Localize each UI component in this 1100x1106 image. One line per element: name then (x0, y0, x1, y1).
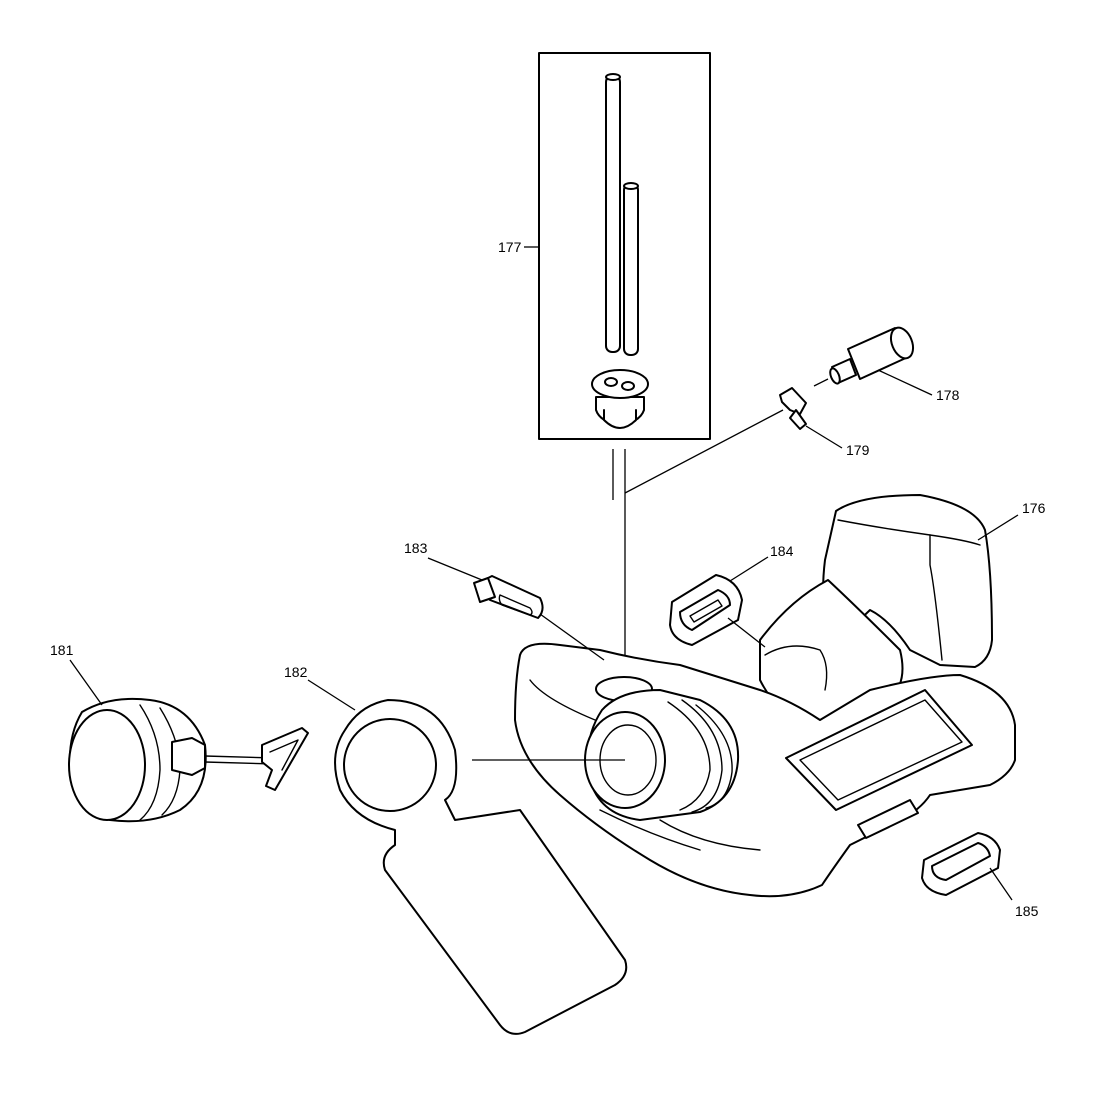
assembly-line-filter (624, 409, 784, 494)
callout-185: 185 (989, 867, 1039, 919)
callout-183: 183 (404, 540, 483, 581)
part-178-fuel-filter[interactable] (828, 324, 917, 385)
part-181-fuel-cap[interactable] (68, 697, 309, 823)
callout-176: 176 (977, 500, 1046, 541)
label-183: 183 (404, 540, 428, 556)
part-185-rubber-damper[interactable] (921, 832, 1001, 896)
label-176: 176 (1022, 500, 1046, 516)
label-182: 182 (284, 664, 308, 680)
callout-177: 177 (498, 239, 539, 255)
label-178: 178 (936, 387, 960, 403)
label-181: 181 (50, 642, 74, 658)
label-184: 184 (770, 543, 794, 559)
part-179-clamp[interactable] (779, 387, 807, 430)
callout-181: 181 (50, 642, 103, 706)
label-177: 177 (498, 239, 522, 255)
part-177-hose-set[interactable] (538, 52, 711, 440)
assembly-line-damper-184 (727, 617, 766, 648)
label-185: 185 (1015, 903, 1039, 919)
callout-182: 182 (284, 664, 356, 711)
part-176-fuel-tank[interactable] (514, 494, 1016, 898)
callout-184: 184 (729, 543, 794, 582)
part-182-cap-gasket[interactable] (334, 699, 628, 1035)
callout-179: 179 (805, 425, 870, 458)
assembly-line-filter-clamp (813, 378, 829, 387)
label-179: 179 (846, 442, 870, 458)
part-184-rubber-damper[interactable] (669, 574, 743, 646)
part-183-vent-valve[interactable] (473, 575, 544, 619)
callout-178: 178 (877, 369, 960, 403)
assembly-line-vent (539, 613, 605, 661)
